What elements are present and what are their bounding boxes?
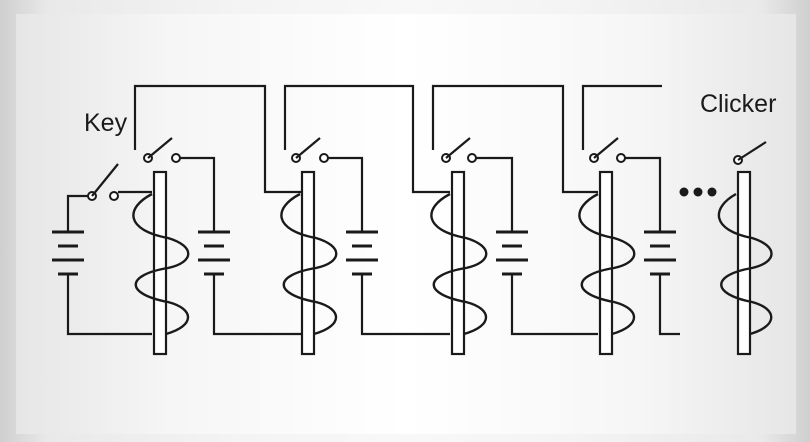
key-circuit: [52, 163, 152, 336]
clicker-core: [736, 170, 752, 356]
relay-switch-icon: [441, 137, 477, 163]
clicker-coil-icon: [717, 192, 773, 336]
battery-icon: [198, 230, 230, 276]
diagram-panel: [16, 14, 796, 434]
relay-coil-icon: [578, 192, 636, 336]
relay-core: [152, 170, 168, 356]
battery-icon: [644, 230, 676, 276]
relay-2: [280, 84, 450, 356]
relay-1: [132, 84, 302, 356]
relay-core: [450, 170, 466, 356]
clicker-label: Clicker: [700, 90, 776, 118]
relay-coil-icon: [280, 192, 338, 336]
relay-core: [300, 170, 316, 356]
battery-icon: [52, 230, 84, 276]
clicker: [717, 141, 773, 356]
relay-core: [598, 170, 614, 356]
relay-4: [578, 84, 680, 356]
relay-coil-icon: [132, 192, 190, 336]
relay-coil-icon: [430, 192, 488, 336]
key-label: Key: [84, 109, 128, 137]
ellipsis-icon: [679, 187, 717, 197]
battery-icon: [496, 230, 528, 276]
clicker-switch-icon: [733, 141, 767, 165]
battery-icon: [346, 230, 378, 276]
key-switch-icon[interactable]: [87, 163, 119, 201]
relay-switch-icon: [291, 137, 329, 163]
relay-switch-icon: [589, 137, 626, 163]
relay-3: [430, 84, 598, 356]
relay-switch-icon: [143, 137, 181, 163]
